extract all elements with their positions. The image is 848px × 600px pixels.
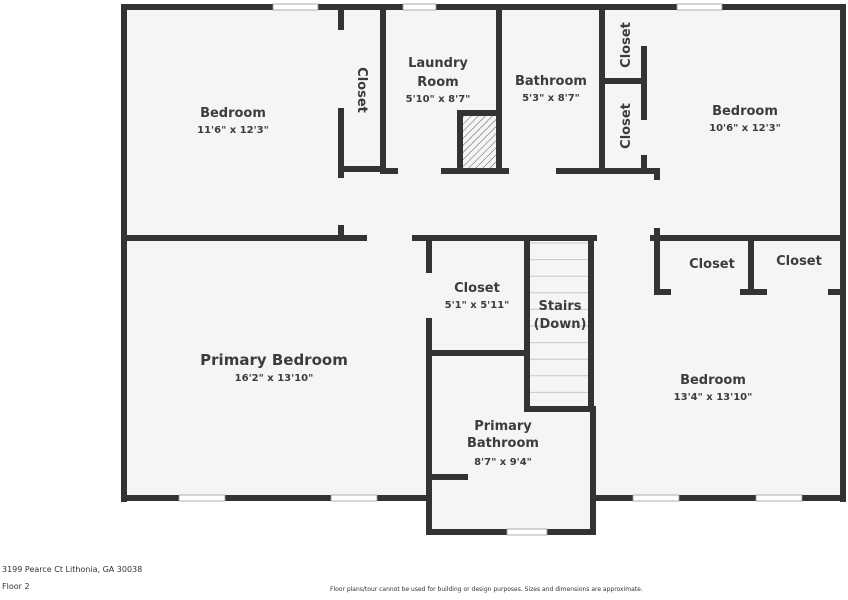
- property-address: 3199 Pearce Ct Lithonia, GA 30038: [2, 565, 143, 574]
- wall-closet-c-left-c: [426, 465, 432, 500]
- wall-closet-se-mid: [748, 235, 754, 295]
- wall-laundry-bath: [496, 4, 502, 174]
- wall-right: [840, 4, 846, 502]
- wall-closet-ne-right-b: [641, 46, 647, 120]
- room-name-bedroom-se: Bedroom: [680, 373, 746, 388]
- window: [330, 494, 378, 502]
- wall-hall-top-1: [380, 168, 398, 174]
- room-dims-primary-bedroom: 16'2" x 13'10": [235, 373, 314, 384]
- wall-bath-right-upper: [590, 406, 596, 501]
- wall-top: [121, 4, 846, 10]
- floor-plan: Bedroom 11'6" x 12'3" Closet Laundry Roo…: [121, 3, 846, 536]
- wall-hall-right-a: [654, 168, 660, 180]
- room-name-bathroom: Bathroom: [515, 74, 587, 89]
- wall-closet-c-bottom: [428, 350, 528, 356]
- wall-closet-nw-left-c: [338, 225, 344, 239]
- wall-mid-2: [412, 235, 527, 241]
- wall-stairs-left: [524, 238, 530, 412]
- wall-left: [121, 4, 127, 502]
- stair-treads: [530, 242, 588, 393]
- floor-fills: [125, 8, 842, 533]
- room-name-stairs-2: (Down): [534, 317, 587, 332]
- wall-hall-top-3: [556, 168, 660, 174]
- room-name-primary-bedroom: Primary Bedroom: [200, 351, 348, 369]
- room-dims-laundry: 5'10" x 8'7": [406, 94, 471, 105]
- wall-bottom-left: [121, 495, 430, 501]
- wall-closet-ne-right-a: [641, 4, 647, 10]
- room-name-closet-ne-bottom: Closet: [619, 103, 634, 149]
- room-dims-bedroom-se: 13'4" x 13'10": [674, 392, 753, 403]
- disclaimer-text: Floor plans/tour cannot be used for buil…: [330, 586, 643, 593]
- window: [506, 528, 548, 536]
- wall-mid-3: [527, 235, 597, 241]
- wall-closet-ne-right-c: [641, 155, 647, 174]
- room-name-stairs-1: Stairs: [539, 299, 582, 314]
- wall-closet-c-left-a: [426, 238, 432, 273]
- wall-closet-nw-right: [380, 4, 386, 174]
- floor-label: Floor 2: [2, 582, 30, 591]
- windows: [178, 3, 803, 536]
- window: [272, 3, 319, 11]
- wall-closet-nw-bottom: [338, 166, 386, 172]
- room-dims-closet-center: 5'1" x 5'11": [445, 300, 510, 311]
- wall-closet-se-b2: [740, 289, 767, 295]
- room-name-closet-se-left: Closet: [689, 257, 735, 272]
- bathroom-bump-area: [428, 498, 595, 533]
- wall-closet-se-b3: [828, 289, 846, 295]
- wall-chimney-top: [457, 110, 502, 116]
- room-name-bedroom-nw: Bedroom: [200, 106, 266, 121]
- room-labels: Bedroom 11'6" x 12'3" Closet Laundry Roo…: [197, 22, 822, 468]
- room-dims-bathroom: 5'3" x 8'7": [522, 93, 580, 104]
- wall-closet-nw-left-b: [338, 108, 344, 178]
- room-dims-primary-bathroom: 8'7" x 9'4": [474, 457, 532, 468]
- room-name-closet-se-right: Closet: [776, 254, 822, 269]
- window: [402, 3, 437, 11]
- wall-chimney-left: [457, 110, 463, 174]
- wall-stairs-bottom: [524, 406, 596, 412]
- chimney-hatch: [463, 116, 496, 168]
- wall-closet-se-b1: [654, 289, 671, 295]
- wall-hall-top-2: [441, 168, 509, 174]
- wall-stairs-right: [588, 238, 594, 412]
- room-name-primary-bathroom-2: Bathroom: [467, 436, 539, 451]
- window: [632, 494, 680, 502]
- walls: [121, 4, 846, 535]
- room-name-laundry-2: Room: [417, 75, 458, 90]
- wall-closet-c-left-b: [426, 318, 432, 418]
- wall-closet-se-left: [654, 235, 660, 295]
- wall-bottom-right: [594, 495, 846, 501]
- room-name-closet-center: Closet: [454, 281, 500, 296]
- room-dims-bedroom-ne: 10'6" x 12'3": [709, 123, 781, 134]
- wall-bath-closet: [599, 4, 605, 174]
- window: [755, 494, 803, 502]
- wall-mid-1: [121, 235, 367, 241]
- room-name-primary-bathroom-1: Primary: [474, 419, 532, 434]
- lower-floor-area: [125, 238, 842, 498]
- wall-bath-stub: [426, 474, 468, 480]
- room-name-laundry-1: Laundry: [408, 56, 468, 71]
- room-dims-bedroom-nw: 11'6" x 12'3": [197, 125, 269, 136]
- room-name-closet-ne-top: Closet: [619, 22, 634, 68]
- room-name-bedroom-ne: Bedroom: [712, 104, 778, 119]
- wall-hall-right-b: [654, 228, 660, 238]
- window: [676, 3, 723, 11]
- wall-closet-ne-mid: [599, 78, 647, 84]
- window: [178, 494, 226, 502]
- room-name-closet-nw: Closet: [354, 67, 369, 113]
- wall-closet-nw-left-a: [338, 4, 344, 30]
